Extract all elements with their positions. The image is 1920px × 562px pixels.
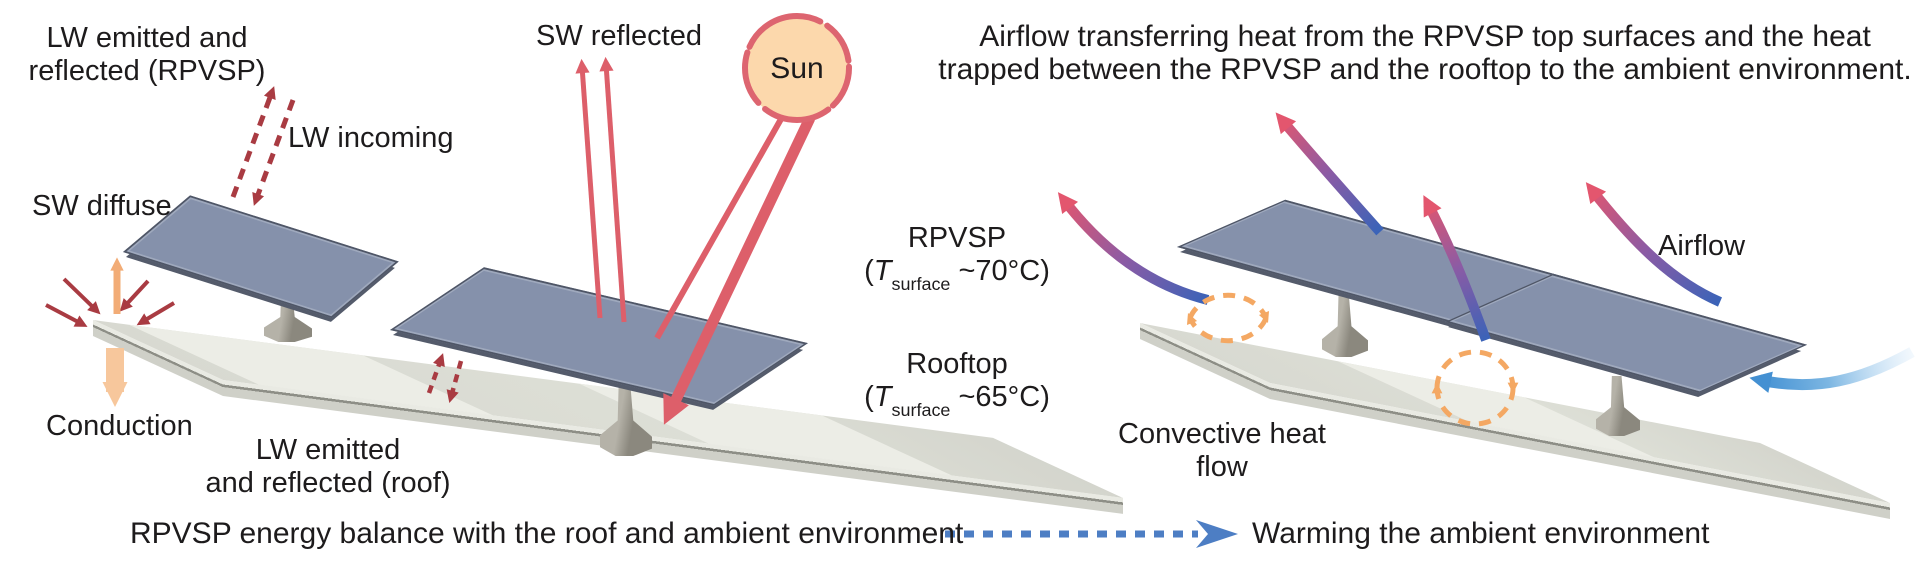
lw-roof-label: LW emitted and reflected (roof) (205, 434, 451, 499)
lw-incoming-label: LW incoming (288, 122, 454, 154)
rooftop-temp-label: Rooftop (Tsurface ~65°C) (864, 348, 1050, 421)
heat-airflow-arrow-icon (1057, 192, 1210, 305)
sw-reflected-arrows-icon (575, 56, 627, 323)
right-title: Airflow transferring heat from the RPVSP… (938, 20, 1912, 86)
left-caption: RPVSP energy balance with the roof and a… (130, 517, 964, 550)
conduction-label: Conduction (46, 410, 193, 442)
heat-airflow-arrow-icon (1275, 112, 1384, 236)
lw-emitted-arrow-icon (230, 86, 276, 198)
warming-dashed-arrow-icon (945, 520, 1238, 548)
convective-loop-icon (1186, 292, 1270, 344)
sun-label: Sun (770, 52, 824, 85)
convective-loop-icon (1431, 349, 1519, 427)
heat-airflow-arrow-icon (1585, 182, 1722, 307)
sun-icon (742, 13, 852, 123)
rpvsp-temp-label: RPVSP (Tsurface ~70°C) (864, 222, 1050, 295)
airflow-label: Airflow (1658, 230, 1746, 262)
lw-rpvsp-label: LW emitted and reflected (RPVSP) (28, 22, 266, 87)
convective-heat-flow-label: Convective heat flow (1118, 418, 1326, 483)
sw-reflected-label: SW reflected (536, 20, 702, 52)
sw-diffuse-label: SW diffuse (32, 190, 172, 222)
sun-ray-icon (654, 110, 815, 425)
cool-airflow-arrow-icon (1749, 347, 1915, 393)
heat-airflow-arrow-icon (1423, 195, 1491, 342)
sw-diffuse-arrows-icon (45, 257, 176, 327)
warming-caption: Warming the ambient environment (1252, 517, 1710, 550)
lw-roof-exchange-arrows-icon (426, 353, 464, 404)
